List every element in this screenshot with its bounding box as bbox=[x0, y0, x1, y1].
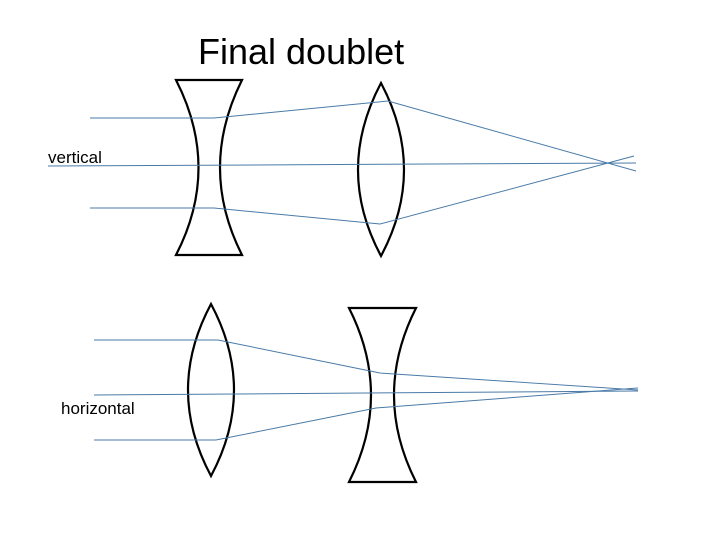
horizontal-diverging-lens bbox=[347, 306, 418, 484]
page-title: Final doublet bbox=[198, 31, 405, 72]
horizontal-diagram bbox=[93, 301, 639, 484]
horizontal-converging-lens bbox=[186, 301, 236, 479]
vertical-diverging-lens bbox=[174, 78, 244, 257]
horizontal-label: horizontal bbox=[61, 399, 135, 418]
vertical-converging-lens bbox=[356, 80, 406, 259]
horizontal-ray-bottom bbox=[94, 387, 639, 441]
vertical-ray-bottom bbox=[90, 155, 635, 225]
vertical-ray-top bbox=[90, 100, 637, 172]
vertical-label: vertical bbox=[48, 148, 102, 167]
vertical-diagram bbox=[47, 78, 637, 259]
vertical-ray-middle bbox=[47, 162, 637, 167]
horizontal-ray-top bbox=[94, 339, 639, 391]
horizontal-ray-middle bbox=[93, 390, 639, 396]
